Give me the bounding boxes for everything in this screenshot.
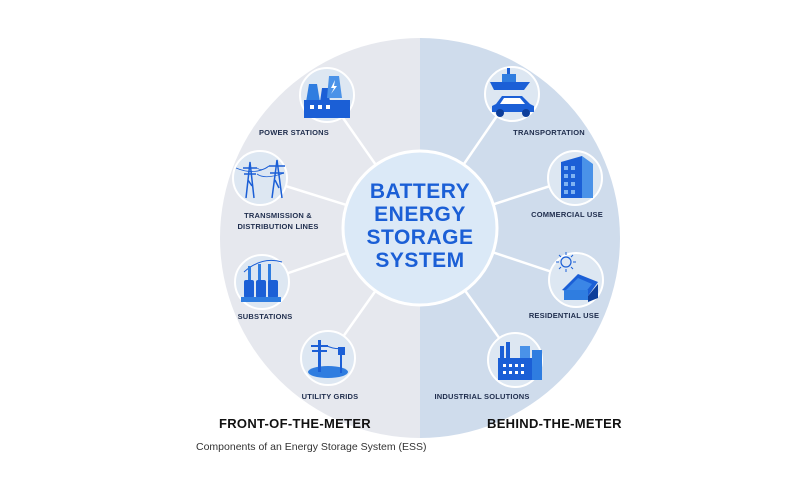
center-title-line: STORAGE <box>366 226 474 249</box>
label-line: TRANSMISSION & <box>244 211 312 220</box>
label-line: DISTRIBUTION LINES <box>237 222 319 231</box>
center-title: BATTERY ENERGY STORAGE SYSTEM <box>340 180 500 272</box>
label-substations: SUBSTATIONS <box>237 312 293 321</box>
label-power-stations: POWER STATIONS <box>258 128 330 137</box>
label-transportation: TRANSPORTATION <box>513 128 585 137</box>
center-circle <box>341 149 499 307</box>
substation-icon <box>241 259 283 302</box>
center-title-line: ENERGY <box>374 203 466 226</box>
office-building-icon <box>561 156 593 198</box>
center-title-line: SYSTEM <box>375 249 465 272</box>
ship-and-car-icon <box>490 68 534 117</box>
power-station-icon <box>304 76 350 118</box>
factory-icon <box>498 342 542 380</box>
label-residential-use: RESIDENTIAL USE <box>528 311 600 320</box>
label-utility-grids: UTILITY GRIDS <box>301 392 359 401</box>
center-title-line: BATTERY <box>369 180 471 203</box>
label-industrial-solutions: INDUSTRIAL SOLUTIONS <box>434 392 530 401</box>
section-behind-the-meter: BEHIND-THE-METER <box>487 416 622 431</box>
label-commercial-use: COMMERCIAL USE <box>531 210 603 219</box>
solar-house-icon <box>556 252 598 302</box>
section-front-of-the-meter: FRONT-OF-THE-METER <box>219 416 371 431</box>
utility-pole-icon <box>308 340 348 378</box>
label-transmission-distribution: TRANSMISSION & DISTRIBUTION LINES <box>237 210 318 232</box>
figure-caption: Components of an Energy Storage System (… <box>196 441 427 453</box>
transmission-tower-icon <box>235 159 285 199</box>
